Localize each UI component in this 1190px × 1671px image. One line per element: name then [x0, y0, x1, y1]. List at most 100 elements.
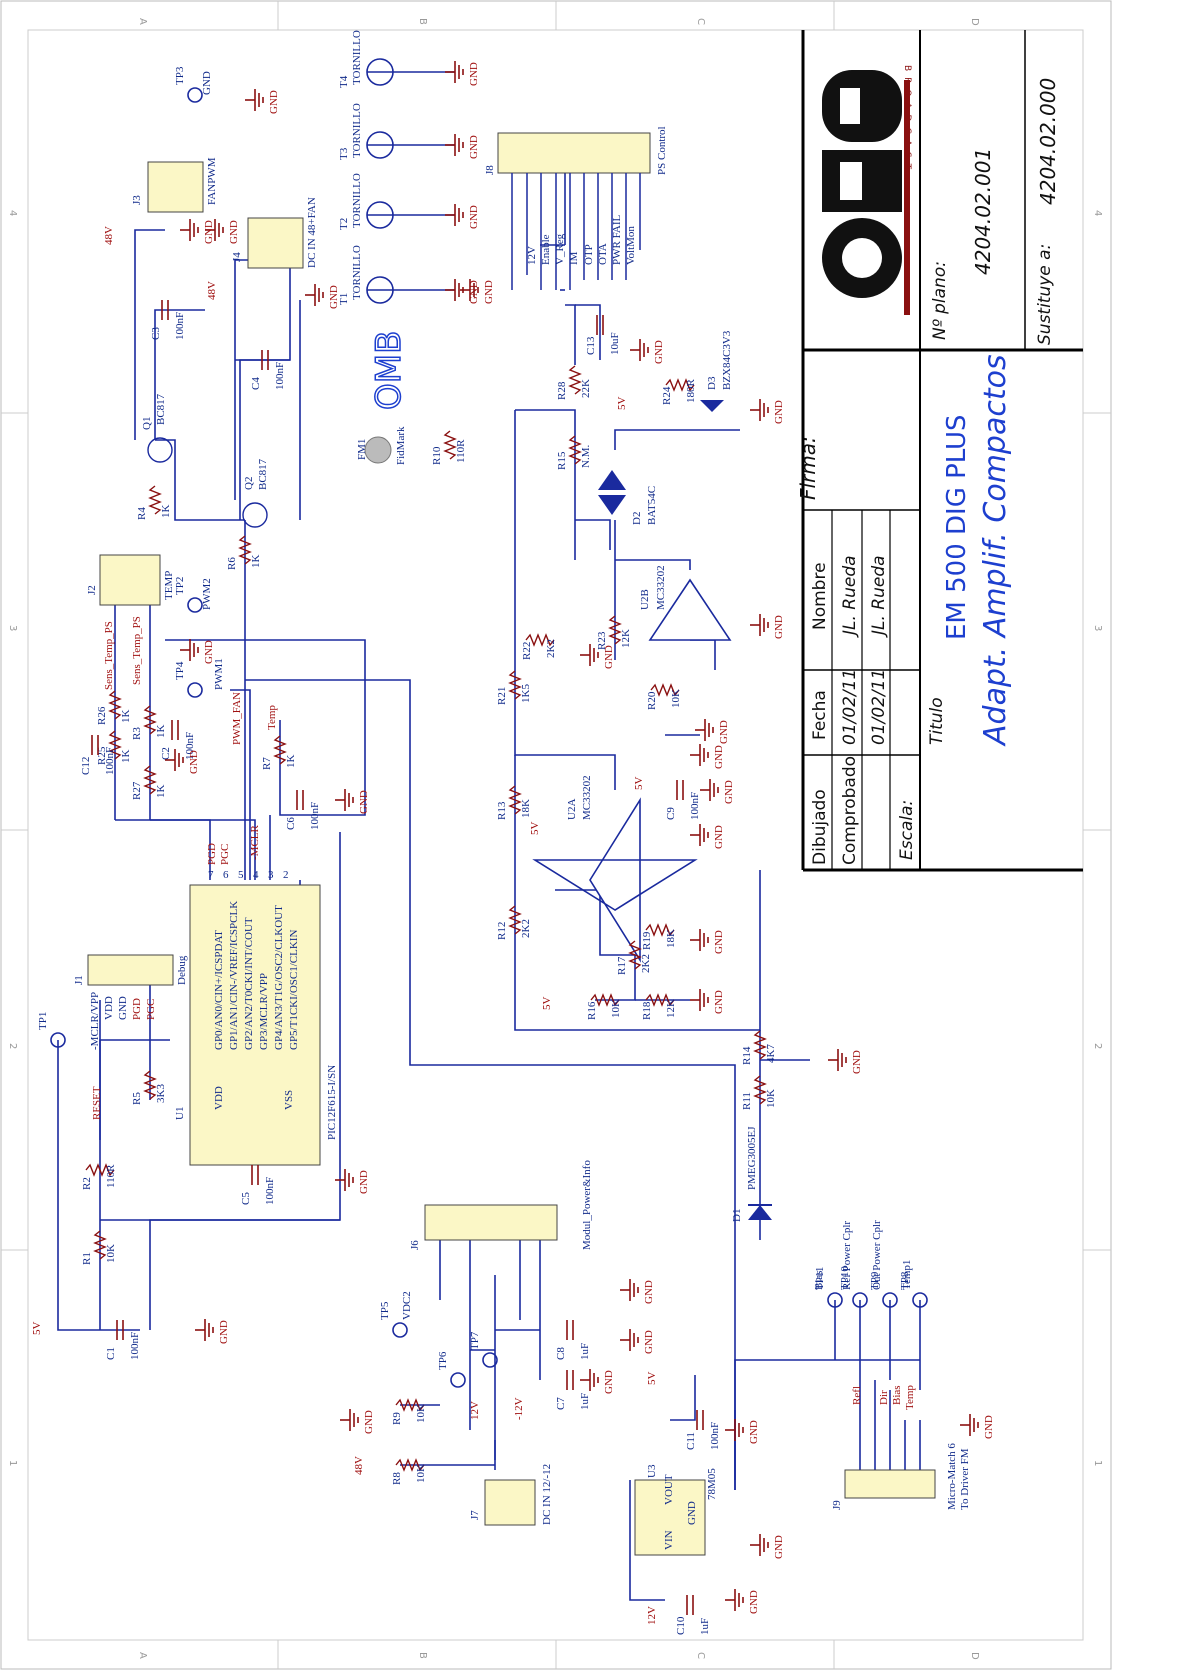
zone-label-bot-d: D — [969, 1652, 980, 1660]
j3-fanpwm-connector[interactable]: J3 FANPWM — [131, 157, 218, 213]
drawn-name: JL. Rueda — [840, 555, 860, 638]
resistor-value: 12K — [620, 629, 632, 648]
test-point-net: GND — [201, 71, 213, 95]
test-point-tp2[interactable]: TP2 — [174, 577, 203, 613]
u1-pic[interactable]: U1 PIC12F615-I/SN VDD VSS GP0/AN0/CIN+/I… — [174, 869, 338, 1166]
j9-sig-dir: Dir — [878, 1390, 890, 1405]
q1-transistor[interactable]: Q1 BC817 — [141, 393, 173, 463]
test-point-tp4[interactable]: TP4 — [174, 661, 203, 698]
d3-part: BZX84C3V3 — [721, 330, 733, 390]
test-point-tp10[interactable]: TP10 — [839, 1266, 868, 1308]
u1-pinnum-5: 5 — [238, 869, 244, 881]
j4-dc-in-connector[interactable]: J4 DC IN 48+FAN — [231, 197, 318, 269]
j6-power-info-connector[interactable]: J6 Modul_Power&Info — [409, 1160, 593, 1250]
q1-part: BC817 — [155, 393, 167, 425]
ground-label: GND — [203, 220, 215, 244]
j7-dc-in-12-connector[interactable]: J7 DC IN 12/-12 — [469, 1464, 553, 1526]
ground-label: GND — [468, 205, 480, 229]
test-point-tp9[interactable]: TP9 — [869, 1271, 898, 1308]
test-point-tp8[interactable]: TP8 — [899, 1271, 928, 1308]
capacitor-ref: C3 — [150, 327, 162, 340]
ground-symbol: GND — [335, 1169, 370, 1194]
test-point-tp5[interactable]: TP5 — [379, 1301, 408, 1338]
test-point-tp7[interactable]: TP7 — [469, 1331, 498, 1368]
j1-debug-connector[interactable]: J1 Debug -MCLR/VPP VDD GND PGD PGC — [73, 954, 188, 1050]
test-point-tp3[interactable]: TP3 — [174, 66, 203, 103]
test-point-ref: TP9 — [869, 1271, 881, 1290]
ground-label: GND — [773, 615, 785, 639]
u3-vout: VOUT — [663, 1474, 675, 1505]
tb-fecha: Fecha — [810, 690, 830, 740]
j8-ps-control-connector[interactable]: J8 PS Control 12V Enable V_Reg IM OTP OT… — [484, 126, 668, 290]
ground-label: GND — [603, 645, 615, 669]
ground-label: GND — [748, 1420, 760, 1444]
u3-regulator[interactable]: U3 78M05 VIN VOUT GND — [634, 1464, 718, 1556]
capacitor-value: 100nF — [104, 747, 116, 775]
ground-label: GND — [468, 135, 480, 159]
ground-label: GND — [773, 400, 785, 424]
resistor-ref: R26 — [96, 706, 108, 725]
q2-transistor[interactable]: Q2 BC817 — [242, 458, 269, 528]
ground-label: GND — [713, 825, 725, 849]
test-point-tp6[interactable]: TP6 — [437, 1351, 466, 1388]
d1-diode[interactable]: D1 PMEG3005EJ — [731, 1126, 772, 1222]
u2b-opamp[interactable]: U2B MC33202 — [639, 565, 732, 641]
d3-zener[interactable]: D3 BZX84C3V3 — [700, 330, 733, 412]
net-12v-u3: 12V — [646, 1606, 658, 1625]
net-5v-r16: 5V — [541, 997, 553, 1011]
j2-temp-connector[interactable]: J2 TEMP — [86, 554, 175, 606]
ground-label: GND — [268, 90, 280, 114]
u1-pinnum-6: 6 — [223, 869, 229, 881]
capacitor-ref: C8 — [555, 1347, 567, 1360]
test-point-tp11[interactable]: TP11 — [814, 1267, 843, 1308]
u2a-opamp[interactable]: U2A MC33202 — [532, 775, 698, 963]
logo-broadcast: BROADCAST — [902, 65, 912, 175]
d2-diode[interactable]: D2 BAT54C — [598, 470, 658, 525]
t4-ref: T4 — [338, 75, 350, 88]
j9-micromatch-connector[interactable]: J9 Micro-Match 6 To Driver FM Refl Dir B… — [831, 1385, 971, 1510]
test-point-tp1[interactable]: TP1 — [37, 1012, 66, 1048]
u1-pin-gp4: GP4/AN3/T1G/OSC2/CLKOUT — [273, 905, 285, 1050]
